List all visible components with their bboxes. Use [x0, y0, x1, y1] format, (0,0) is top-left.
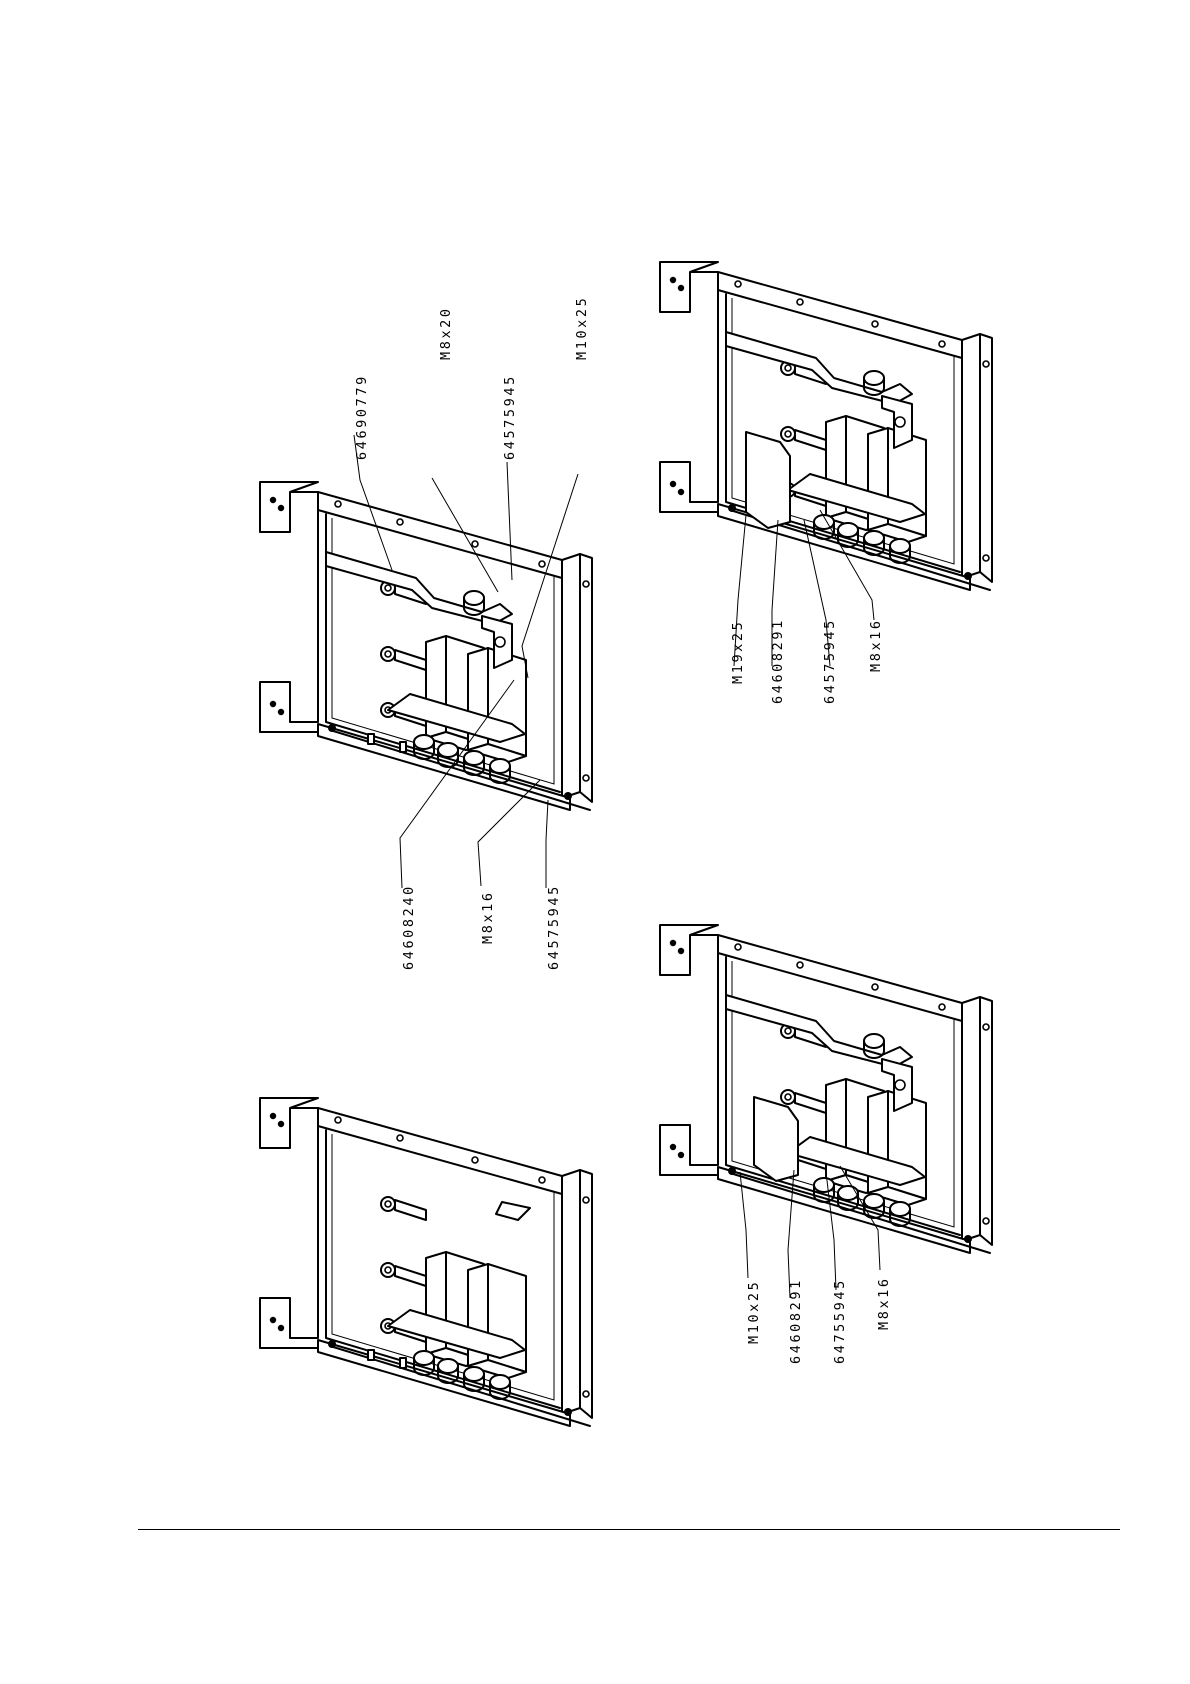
- view-bottom-left: [260, 1098, 592, 1426]
- callout-label: M8x20: [438, 306, 454, 360]
- callout-label: 64608240: [401, 884, 417, 970]
- callout-label: M10x25: [574, 296, 590, 360]
- view-top-right: M19x25 64608291 64575945 M8x16: [660, 262, 992, 704]
- connection-plate: [746, 432, 790, 528]
- callout-label: 64575945: [502, 374, 518, 460]
- callout-label: 64608291: [788, 1278, 804, 1364]
- callout-label: M10x25: [746, 1280, 762, 1344]
- connection-plate: [754, 1097, 798, 1181]
- view-top-left: 64690779 M8x20 64575945 M10x25 64608240 …: [260, 296, 592, 970]
- callout-label: M8x16: [876, 1276, 892, 1330]
- callout-label: 64690779: [354, 374, 370, 460]
- callout-label: 64575945: [546, 884, 562, 970]
- callout-label: 64575945: [822, 618, 838, 704]
- callout-label: M19x25: [730, 620, 746, 684]
- callout-label: 64755945: [832, 1278, 848, 1364]
- callout-label: M8x16: [868, 618, 884, 672]
- callout-label: M8x16: [480, 890, 496, 944]
- footer-rule: [138, 1529, 1120, 1530]
- view-bottom-right: M10x25 64608291 64755945 M8x16: [660, 925, 992, 1364]
- cover-tab: [496, 1202, 530, 1220]
- callout-label: 64608291: [770, 618, 786, 704]
